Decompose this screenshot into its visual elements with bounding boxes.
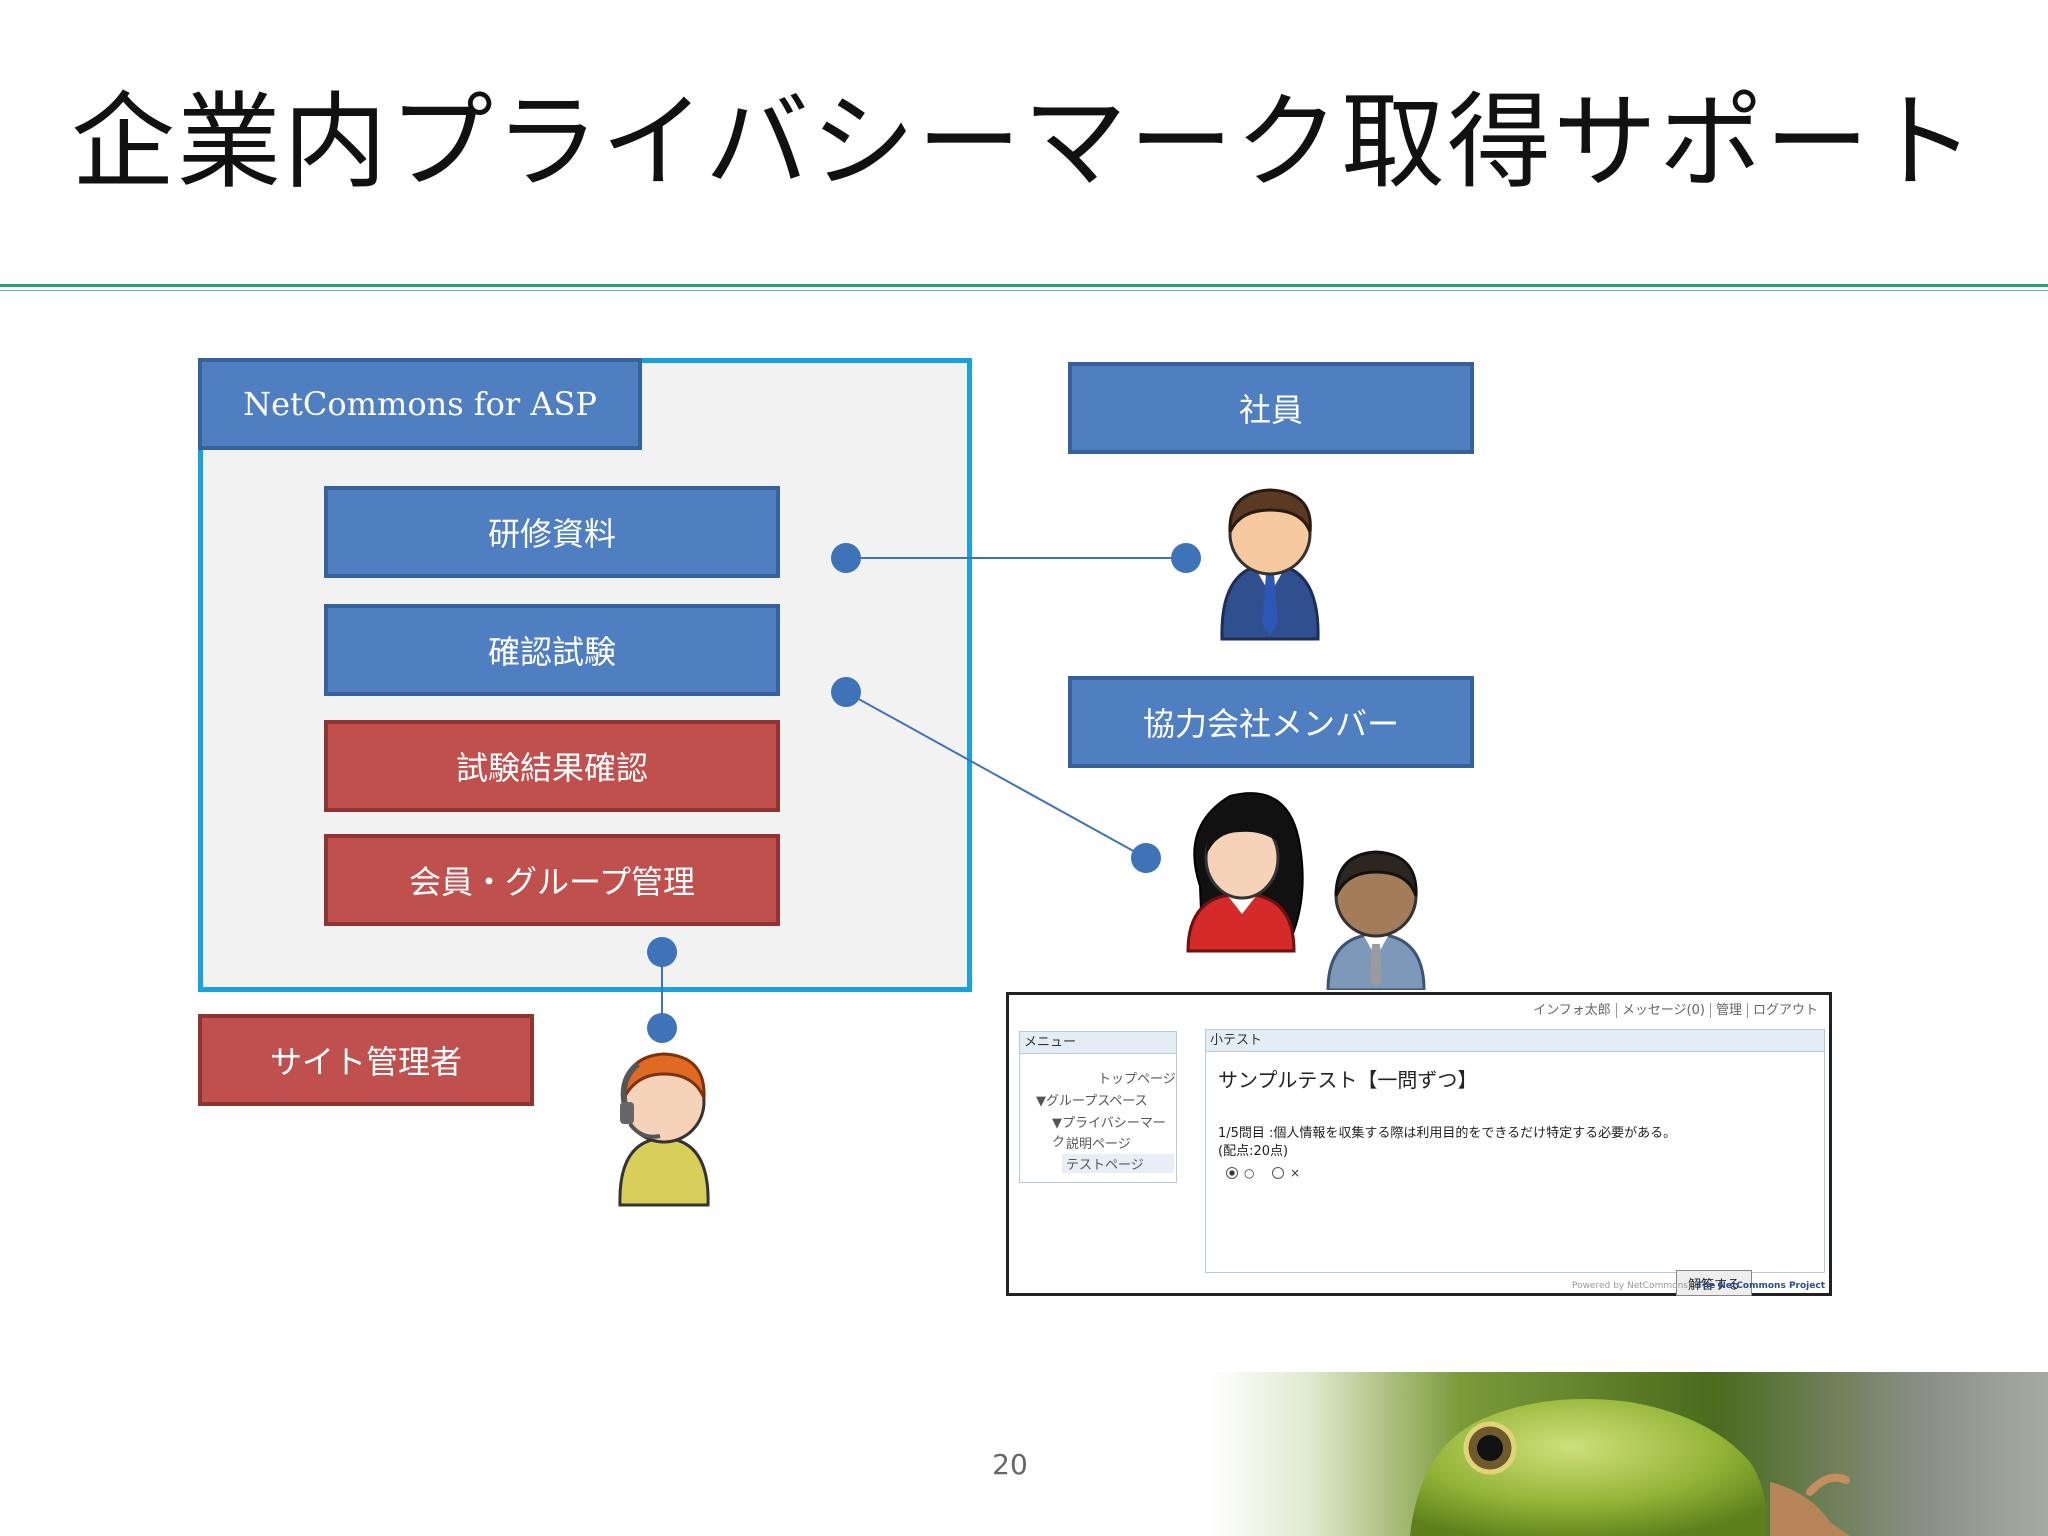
screenshot-menu-panel: メニュー トップページ ▼グループスペース ▼プライバシーマーク 説明ページ テ…: [1019, 1031, 1177, 1183]
title-divider-thin: [0, 290, 2048, 291]
admin-link[interactable]: 管理: [1710, 1003, 1748, 1018]
screenshot-top-links: インフォ太郎メッセージ(0)管理ログアウト: [1528, 999, 1823, 1018]
connector-dot: [1131, 843, 1161, 873]
site-admin-label: サイト管理者: [198, 1014, 534, 1106]
user-name-link[interactable]: インフォ太郎: [1528, 1003, 1617, 1018]
menu-item-privacy-mark[interactable]: ▼プライバシーマーク: [1052, 1116, 1166, 1150]
screenshot-footer: Powered by NetCommons2 The NetCommons Pr…: [1572, 1281, 1825, 1291]
screenshot-quiz-panel: 小テスト サンプルテスト【一問ずつ】 1/5問目 :個人情報を収集する際は利用目…: [1205, 1029, 1825, 1296]
answer-option-false[interactable]: ×: [1272, 1166, 1300, 1180]
admin-headset-person-icon: [618, 1052, 710, 1207]
netcommons-screenshot: インフォ太郎メッセージ(0)管理ログアウト メニュー トップページ ▼グループス…: [1006, 992, 1832, 1296]
partner-member-label: 協力会社メンバー: [1068, 676, 1474, 768]
connector-dot: [831, 543, 861, 573]
radio-unselected-icon[interactable]: [1272, 1167, 1284, 1179]
employee-person-icon: [1220, 488, 1320, 641]
option-true-label: ○: [1244, 1166, 1255, 1180]
female-partner-icon: [1186, 792, 1304, 953]
menu-item-description-page[interactable]: 説明ページ: [1066, 1137, 1131, 1152]
feature-confirmation-test: 確認試験: [324, 604, 780, 696]
feature-training-materials: 研修資料: [324, 486, 780, 578]
message-link[interactable]: メッセージ(0): [1616, 1003, 1711, 1018]
connector-dot: [647, 1013, 677, 1043]
footer-project-link[interactable]: The NetCommons Project: [1696, 1281, 1825, 1291]
quiz-header: 小テスト: [1206, 1030, 1824, 1052]
menu-item-group-space[interactable]: ▼グループスペース: [1036, 1094, 1148, 1109]
logout-link[interactable]: ログアウト: [1752, 1003, 1818, 1018]
slide-title: 企業内プライバシーマーク取得サポート: [71, 81, 1977, 203]
title-divider: [0, 284, 2048, 287]
page-number: 20: [992, 1448, 1028, 1481]
connector-dot: [647, 937, 677, 967]
submit-answer-button[interactable]: 解答する: [1676, 1270, 1752, 1296]
feature-member-group-management: 会員・グループ管理: [324, 834, 780, 926]
option-false-label: ×: [1290, 1166, 1301, 1180]
quiz-question: 1/5問目 :個人情報を収集する際は利用目的をできるだけ特定する必要がある。: [1218, 1126, 1677, 1141]
menu-header: メニュー: [1020, 1032, 1176, 1054]
male-partner-icon: [1326, 850, 1426, 990]
connector-dot: [831, 677, 861, 707]
menu-item-top-page[interactable]: トップページ: [1098, 1072, 1176, 1087]
quiz-title: サンプルテスト【一問ずつ】: [1218, 1068, 1478, 1092]
employee-label: 社員: [1068, 362, 1474, 454]
connector-dot: [1171, 543, 1201, 573]
feature-test-result-check: 試験結果確認: [324, 720, 780, 812]
netcommons-label: NetCommons for ASP: [198, 358, 642, 450]
frog-photo: [1210, 1372, 2048, 1536]
menu-item-test-page[interactable]: テストページ: [1062, 1154, 1174, 1173]
footer-powered-by: Powered by NetCommons2: [1571, 1281, 1694, 1291]
radio-selected-icon[interactable]: [1226, 1167, 1238, 1179]
answer-option-true[interactable]: ○: [1226, 1166, 1254, 1180]
quiz-points: (配点:20点): [1218, 1144, 1289, 1159]
